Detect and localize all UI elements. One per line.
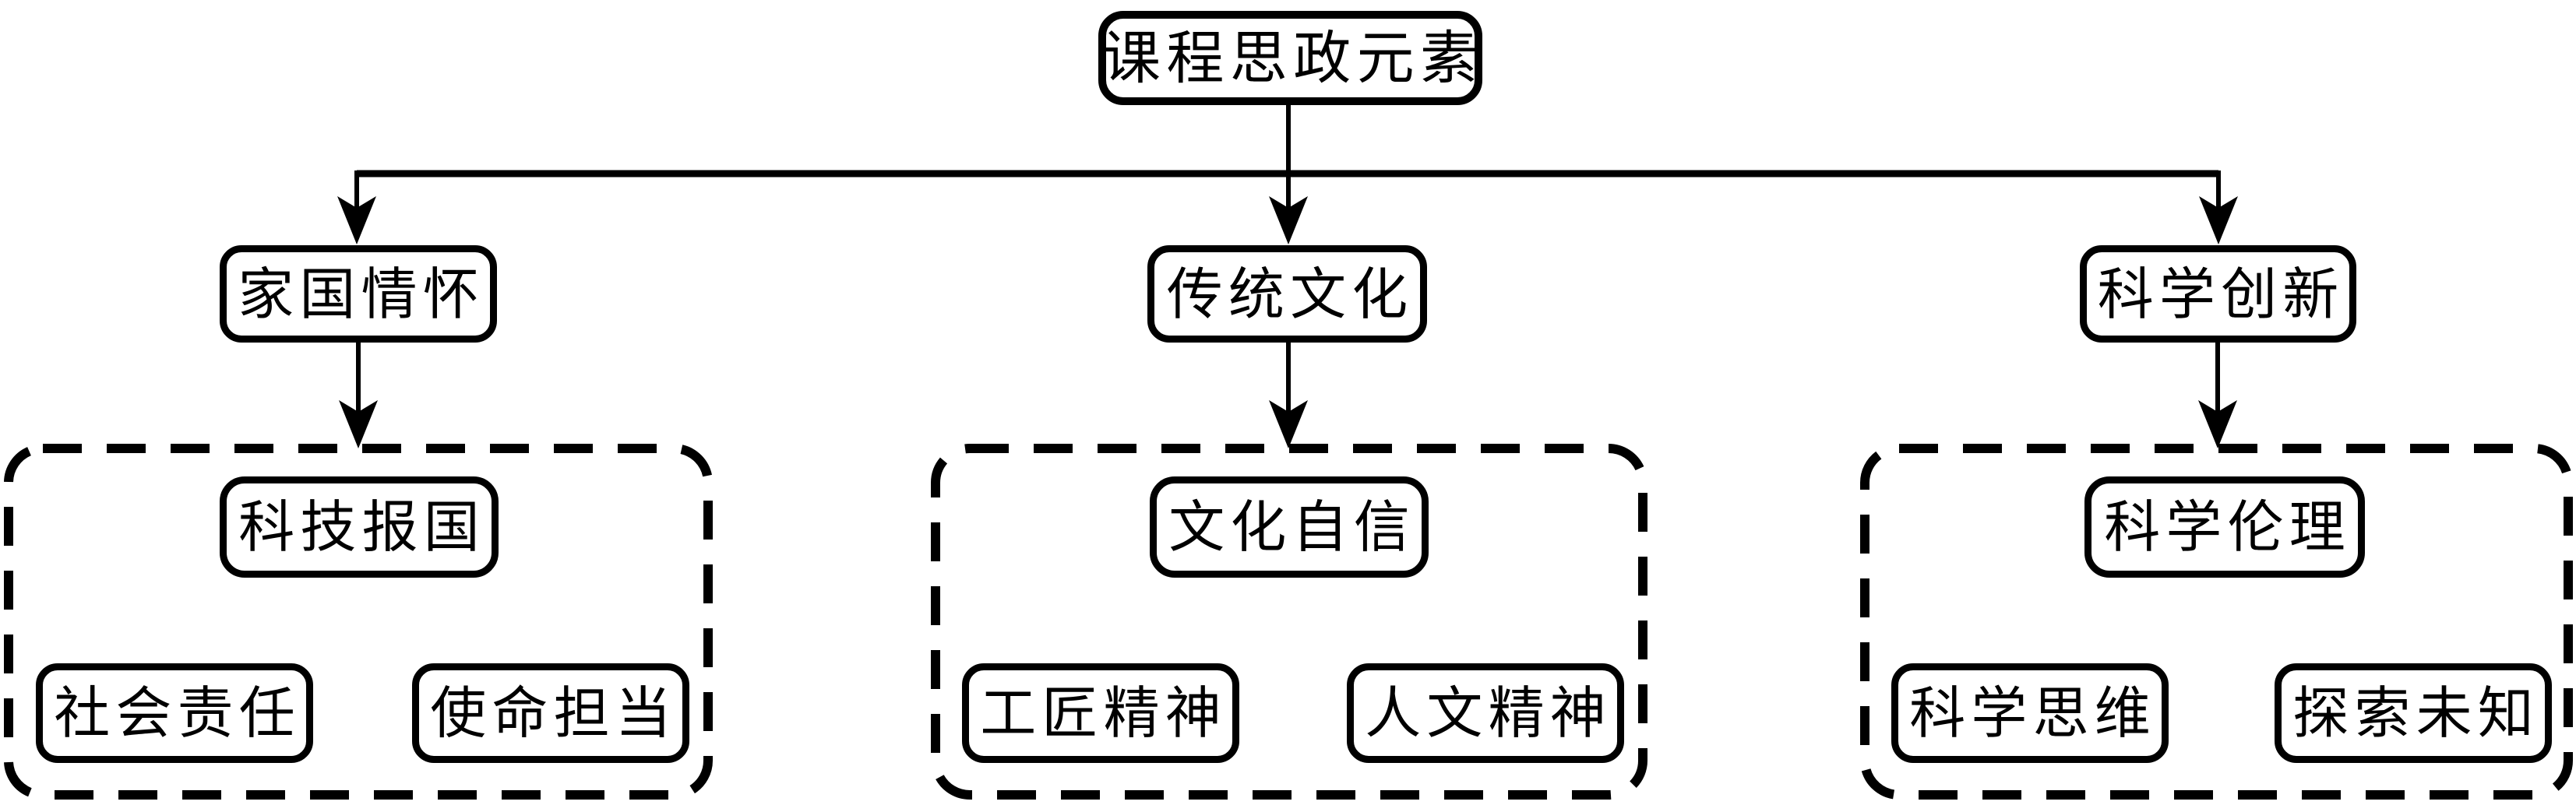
branch-node-3: 科学创新	[2080, 245, 2356, 343]
arrowhead-group-2	[1269, 400, 1308, 448]
group-leaf-node-3a: 科学思维	[1891, 663, 2169, 763]
arrowhead-branch-3	[2199, 196, 2238, 244]
group-leaf-node-1b: 使命担当	[412, 663, 689, 763]
arrowhead-group-3	[2198, 400, 2237, 448]
root-node: 课程思政元素	[1098, 11, 1482, 105]
group-containers	[4, 444, 2573, 800]
branch-node-1: 家国情怀	[220, 245, 497, 343]
group-head-node-2: 文化自信	[1150, 476, 1429, 578]
group-leaf-node-1a: 社会责任	[36, 663, 313, 763]
group-leaf-node-3b: 探索未知	[2275, 663, 2552, 763]
connector-lines	[354, 105, 2221, 413]
group-head-node-3: 科学伦理	[2084, 476, 2365, 578]
group-container-2	[931, 444, 1647, 800]
arrowheads	[337, 196, 2238, 448]
group-head-node-1: 科技报国	[220, 476, 499, 578]
arrowhead-group-1	[339, 400, 378, 448]
branch-node-2: 传统文化	[1147, 245, 1427, 343]
arrowhead-branch-1	[337, 196, 376, 244]
group-leaf-node-2b: 人文精神	[1347, 663, 1624, 763]
group-leaf-node-2a: 工匠精神	[962, 663, 1239, 763]
arrowhead-branch-2	[1269, 196, 1308, 244]
